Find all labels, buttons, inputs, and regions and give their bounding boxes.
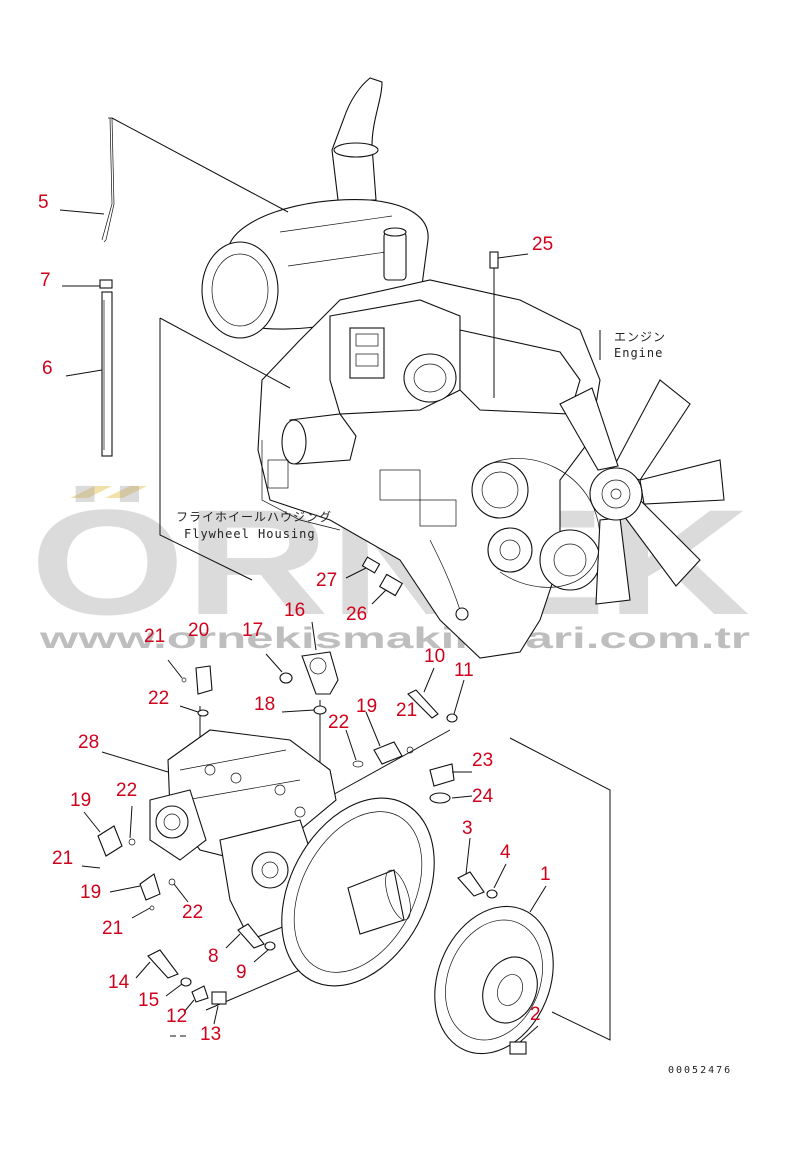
callout-19-a[interactable]: 19 [356, 696, 377, 717]
callout-26[interactable]: 26 [346, 604, 367, 625]
part-number-callouts: 5 7 6 25 27 16 26 21 20 17 10 11 22 18 1… [38, 192, 553, 1045]
part-12-clamp [191, 985, 209, 1003]
component-labels: エンジン Engine フライホイールハウジング Flywheel Housin… [176, 330, 732, 1076]
part-1-damper-disc [434, 905, 554, 1055]
reference-lines [111, 117, 611, 1041]
callout-5[interactable]: 5 [38, 192, 49, 213]
callout-8[interactable]: 8 [208, 946, 219, 967]
part-5-dipstick [103, 117, 115, 243]
fasteners [97, 651, 527, 1055]
exhaust-pipe [331, 77, 383, 201]
muffler-end-cap [201, 241, 279, 339]
engine-label-jp: エンジン [614, 330, 666, 344]
part-20-elbow [195, 665, 213, 695]
part-13-spacer [211, 991, 227, 1005]
callout-21-d[interactable]: 21 [102, 918, 123, 939]
callout-20[interactable]: 20 [188, 620, 209, 641]
callout-16[interactable]: 16 [284, 600, 305, 621]
part-19-connector-a [373, 741, 403, 765]
alternator-pulley [471, 461, 529, 519]
callout-18[interactable]: 18 [254, 694, 275, 715]
part-6-guide-tube [101, 291, 113, 457]
idler-pulley [487, 527, 533, 573]
callout-4[interactable]: 4 [500, 842, 511, 863]
part-23-plug [429, 763, 455, 787]
callout-21-c[interactable]: 21 [52, 848, 73, 869]
engine-assembly [201, 77, 725, 659]
callout-14[interactable]: 14 [108, 972, 130, 993]
callout-12[interactable]: 12 [166, 1006, 187, 1027]
callout-11[interactable]: 11 [454, 660, 474, 681]
part-24-o-ring [429, 792, 451, 804]
part-9-washer [264, 941, 276, 951]
callout-28[interactable]: 28 [78, 732, 99, 753]
document-number: 00052476 [668, 1065, 732, 1076]
callout-21-b[interactable]: 21 [396, 700, 417, 721]
part-22-o-ring-a [197, 709, 209, 717]
part-27-fitting [361, 556, 381, 574]
part-19-connector-c [139, 873, 161, 901]
watermark-accent-right [105, 486, 147, 498]
callout-22-b[interactable]: 22 [328, 712, 349, 733]
callout-19-b[interactable]: 19 [70, 790, 91, 811]
part-2-bolt [509, 1041, 527, 1055]
callout-19-c[interactable]: 19 [80, 882, 101, 903]
flywheel-housing-label-en: Flywheel Housing [184, 527, 316, 541]
leader-lines [59, 209, 547, 1043]
flywheel-housing-label-jp: フライホイールハウジング [176, 510, 332, 524]
cooling-fan [559, 379, 725, 605]
part-11-washer [446, 713, 458, 723]
callout-10[interactable]: 10 [424, 646, 445, 667]
callout-24[interactable]: 24 [472, 786, 494, 807]
callout-6[interactable]: 6 [42, 358, 53, 379]
part-25-plug [489, 251, 499, 269]
callout-21-a[interactable]: 21 [144, 626, 165, 647]
part-7-clip [99, 279, 113, 289]
watermark-url: www.ornekismakinalari.com.tr [38, 622, 750, 655]
callout-3[interactable]: 3 [462, 818, 473, 839]
watermark-accent-left [70, 486, 112, 498]
turbocharger [403, 353, 457, 403]
callout-27[interactable]: 27 [316, 570, 337, 591]
crank-pulley [539, 529, 601, 591]
part-17-o-ring [279, 672, 293, 684]
hydraulic-pump-assembly [149, 729, 435, 987]
callout-1[interactable]: 1 [540, 864, 551, 885]
part-4-washer [486, 889, 498, 899]
callout-25[interactable]: 25 [532, 234, 553, 255]
part-19-connector-b [97, 825, 123, 857]
engine-label-en: Engine [614, 346, 663, 360]
callout-22-d[interactable]: 22 [182, 902, 203, 923]
part-8-bolt [237, 923, 265, 949]
callout-7[interactable]: 7 [40, 270, 51, 291]
callout-17[interactable]: 17 [242, 620, 263, 641]
callout-23[interactable]: 23 [472, 750, 493, 771]
intake-manifold [349, 327, 385, 379]
callout-22-a[interactable]: 22 [148, 688, 169, 709]
callout-13[interactable]: 13 [200, 1024, 221, 1045]
part-26-sensor [378, 573, 404, 597]
part-3-bolt [457, 871, 485, 897]
part-15-washer [180, 977, 192, 987]
callout-2[interactable]: 2 [530, 1004, 541, 1025]
part-14-bolt [147, 949, 179, 979]
callout-9[interactable]: 9 [236, 962, 247, 983]
dipstick-group [99, 117, 115, 457]
callout-15[interactable]: 15 [138, 990, 159, 1011]
part-18-o-ring [313, 705, 327, 715]
callout-22-c[interactable]: 22 [116, 780, 137, 801]
part-10-bolt [407, 689, 439, 719]
